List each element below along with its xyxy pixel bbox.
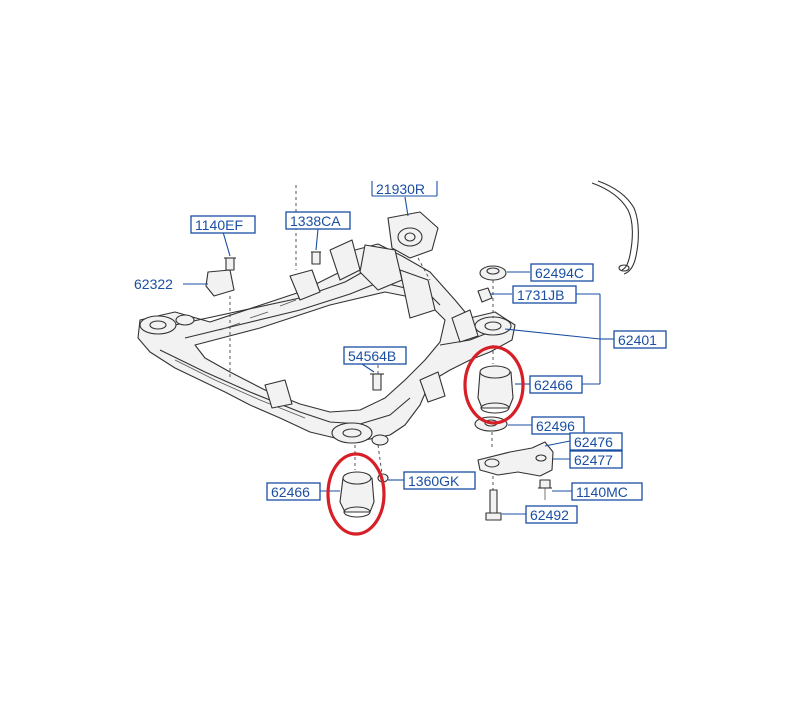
part-label-text: 1360GK	[408, 473, 460, 489]
part-label-54564B[interactable]: 54564B	[343, 346, 407, 365]
part-label-text: 1140EF	[195, 217, 243, 233]
crossmember-drawing	[137, 180, 639, 521]
part-label-1140EF[interactable]: 1140EF	[190, 215, 256, 234]
part-label-text: 1731JB	[517, 287, 564, 303]
leader-lines	[183, 196, 614, 515]
part-label-text: 62466	[271, 484, 310, 500]
part-label-62476[interactable]: 62476	[569, 432, 623, 451]
part-label-62466-right[interactable]: 62466	[529, 375, 583, 394]
part-label-62496[interactable]: 62496	[531, 416, 585, 435]
part-label-62322[interactable]: 62322	[134, 276, 173, 292]
part-label-62466-left[interactable]: 62466	[266, 482, 321, 501]
part-label-text: 62476	[574, 434, 613, 450]
part-label-text: 1140MC	[576, 484, 628, 500]
part-label-62492[interactable]: 62492	[525, 505, 578, 524]
part-label-1360GK[interactable]: 1360GK	[403, 471, 476, 490]
part-label-text: 62401	[618, 332, 657, 348]
part-label-62401[interactable]: 62401	[613, 330, 667, 349]
part-label-62477[interactable]: 62477	[569, 450, 623, 469]
part-label-62494C[interactable]: 62494C	[530, 263, 594, 282]
right-bushing-highlight	[463, 345, 525, 425]
part-label-text: 62477	[574, 452, 613, 468]
left-bushing-highlight	[326, 452, 386, 536]
part-label-text: 62466	[534, 377, 573, 393]
part-label-text: 1338CA	[290, 213, 341, 229]
part-label-text: 62496	[536, 418, 575, 434]
part-label-1731JB[interactable]: 1731JB	[512, 285, 577, 304]
part-label-text: 62494C	[535, 265, 584, 281]
part-label-21930R[interactable]: 21930R	[371, 181, 438, 197]
part-label-1338CA[interactable]: 1338CA	[285, 211, 351, 230]
part-label-text: 54564B	[348, 348, 396, 364]
part-label-1140MC[interactable]: 1140MC	[571, 482, 643, 501]
part-label-text: 62492	[530, 507, 569, 523]
part-label-text: 21930R	[376, 181, 425, 197]
